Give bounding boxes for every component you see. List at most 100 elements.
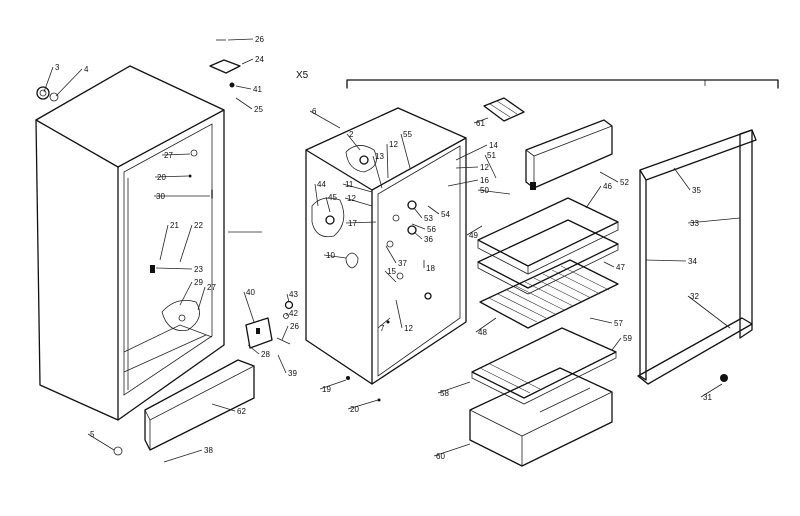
callout-label-c-33: 33: [690, 219, 699, 228]
leader-line: [154, 175, 189, 178]
callout-label-c-12a: 12: [389, 140, 398, 149]
top-hinge-assembly: [209, 39, 241, 88]
header-bracket: X5: [296, 70, 779, 89]
callout-label-c-15: 15: [387, 267, 396, 276]
callout-label-c-16: 16: [480, 176, 489, 185]
callout-label-c-11: 11: [345, 180, 354, 189]
leader-line: [447, 179, 479, 187]
bottom-hinge-bracket: [113, 300, 294, 456]
leader-line: [384, 270, 397, 283]
callout-label-c-27a: 27: [164, 151, 173, 160]
callout-label-c-23: 23: [194, 265, 203, 274]
leader-line: [344, 197, 373, 207]
leader-line: [235, 85, 252, 90]
leader-line: [179, 224, 193, 263]
leveling-foot-5: [113, 446, 123, 456]
leader-line: [673, 167, 691, 191]
leader-line: [243, 291, 255, 323]
leader-line: [585, 185, 602, 209]
callout-label-c-52: 52: [620, 178, 629, 187]
callout-label-c-46: 46: [603, 182, 612, 191]
callout-label-c-53: 53: [424, 214, 433, 223]
callout-label-c-41: 41: [253, 85, 262, 94]
callout-label-c-55: 55: [403, 130, 412, 139]
leader-line: [700, 383, 723, 398]
freezer-door-panel: [525, 119, 613, 190]
screw-31: [720, 374, 728, 382]
leader-line: [247, 344, 260, 355]
callout-label-c-37: 37: [398, 259, 407, 268]
leader-line: [345, 221, 377, 224]
leader-line: [323, 254, 347, 259]
callout-label-c-2: 2: [349, 130, 354, 139]
leader-line: [211, 403, 236, 412]
leader-line: [400, 133, 411, 169]
door-breaker-strip-33: [739, 129, 753, 339]
leader-line: [197, 286, 206, 311]
callout-label-c-6: 6: [312, 107, 317, 116]
leader-line: [372, 155, 383, 189]
callout-label-c-30: 30: [156, 192, 165, 201]
callout-label-c-49: 49: [469, 231, 478, 240]
callout-label-c-4: 4: [84, 65, 89, 74]
door-bottom-rail-32: [637, 317, 753, 385]
leader-line: [413, 231, 423, 240]
crisper-drawer-60: [469, 367, 613, 467]
callout-label-c-62: 62: [237, 407, 246, 416]
leader-line: [437, 381, 471, 394]
callout-label-c-12b: 12: [347, 194, 356, 203]
leader-line: [377, 317, 391, 329]
callout-label-c-12c: 12: [404, 324, 413, 333]
callout-label-c-40: 40: [246, 288, 255, 297]
leader-line: [347, 399, 379, 410]
callout-label-c-26b: 26: [290, 322, 299, 331]
callout-label-c-59: 59: [623, 334, 632, 343]
leader-line: [342, 183, 373, 193]
leader-line: [473, 117, 489, 124]
leader-line: [611, 337, 622, 351]
callout-label-c-29: 29: [194, 278, 203, 287]
clip-23: [150, 265, 155, 273]
callout-label-c-32: 32: [690, 292, 699, 301]
door-gasket-35: [639, 129, 757, 381]
callout-label-c-38: 38: [204, 446, 213, 455]
callout-label-c-12d: 12: [480, 163, 489, 172]
ice-tray: [483, 97, 525, 122]
callout-label-c-17: 17: [348, 219, 357, 228]
leader-line: [477, 189, 511, 195]
drip-tray-47: [477, 219, 619, 295]
callout-label-c-39: 39: [288, 369, 297, 378]
leader-line: [413, 207, 423, 219]
callout-label-c-36: 36: [424, 235, 433, 244]
control-45: [311, 197, 345, 238]
leader-line: [455, 166, 479, 169]
leader-line: [281, 325, 289, 341]
callout-label-c-31: 31: [703, 393, 712, 402]
leveling-knob: [36, 86, 59, 102]
leader-line: [475, 317, 497, 333]
callout-label-c-13: 13: [375, 152, 384, 161]
leader-line: [687, 295, 731, 329]
leader-line: [427, 205, 440, 215]
crisper-cover-58: [471, 327, 617, 405]
leader-line: [346, 133, 361, 151]
leader-line: [455, 144, 488, 161]
callout-label-c-58: 58: [440, 389, 449, 398]
leader-line: [277, 354, 287, 374]
callout-label-c-20b: 20: [350, 405, 359, 414]
callout-label-c-57: 57: [614, 319, 623, 328]
callout-label-c-42: 42: [289, 309, 298, 318]
leader-line: [241, 58, 254, 65]
callout-label-c-26a: 26: [255, 35, 264, 44]
callout-label-c-35: 35: [692, 186, 701, 195]
thermostat-29: [161, 299, 200, 331]
light-2: [345, 145, 377, 173]
leader-line: [411, 223, 426, 230]
leader-line: [309, 110, 341, 129]
leader-line: [43, 66, 54, 93]
callout-label-c-14: 14: [489, 141, 498, 150]
leader-line: [687, 217, 741, 224]
screw-27: [190, 149, 198, 157]
callout-label-c-24: 24: [255, 55, 264, 64]
